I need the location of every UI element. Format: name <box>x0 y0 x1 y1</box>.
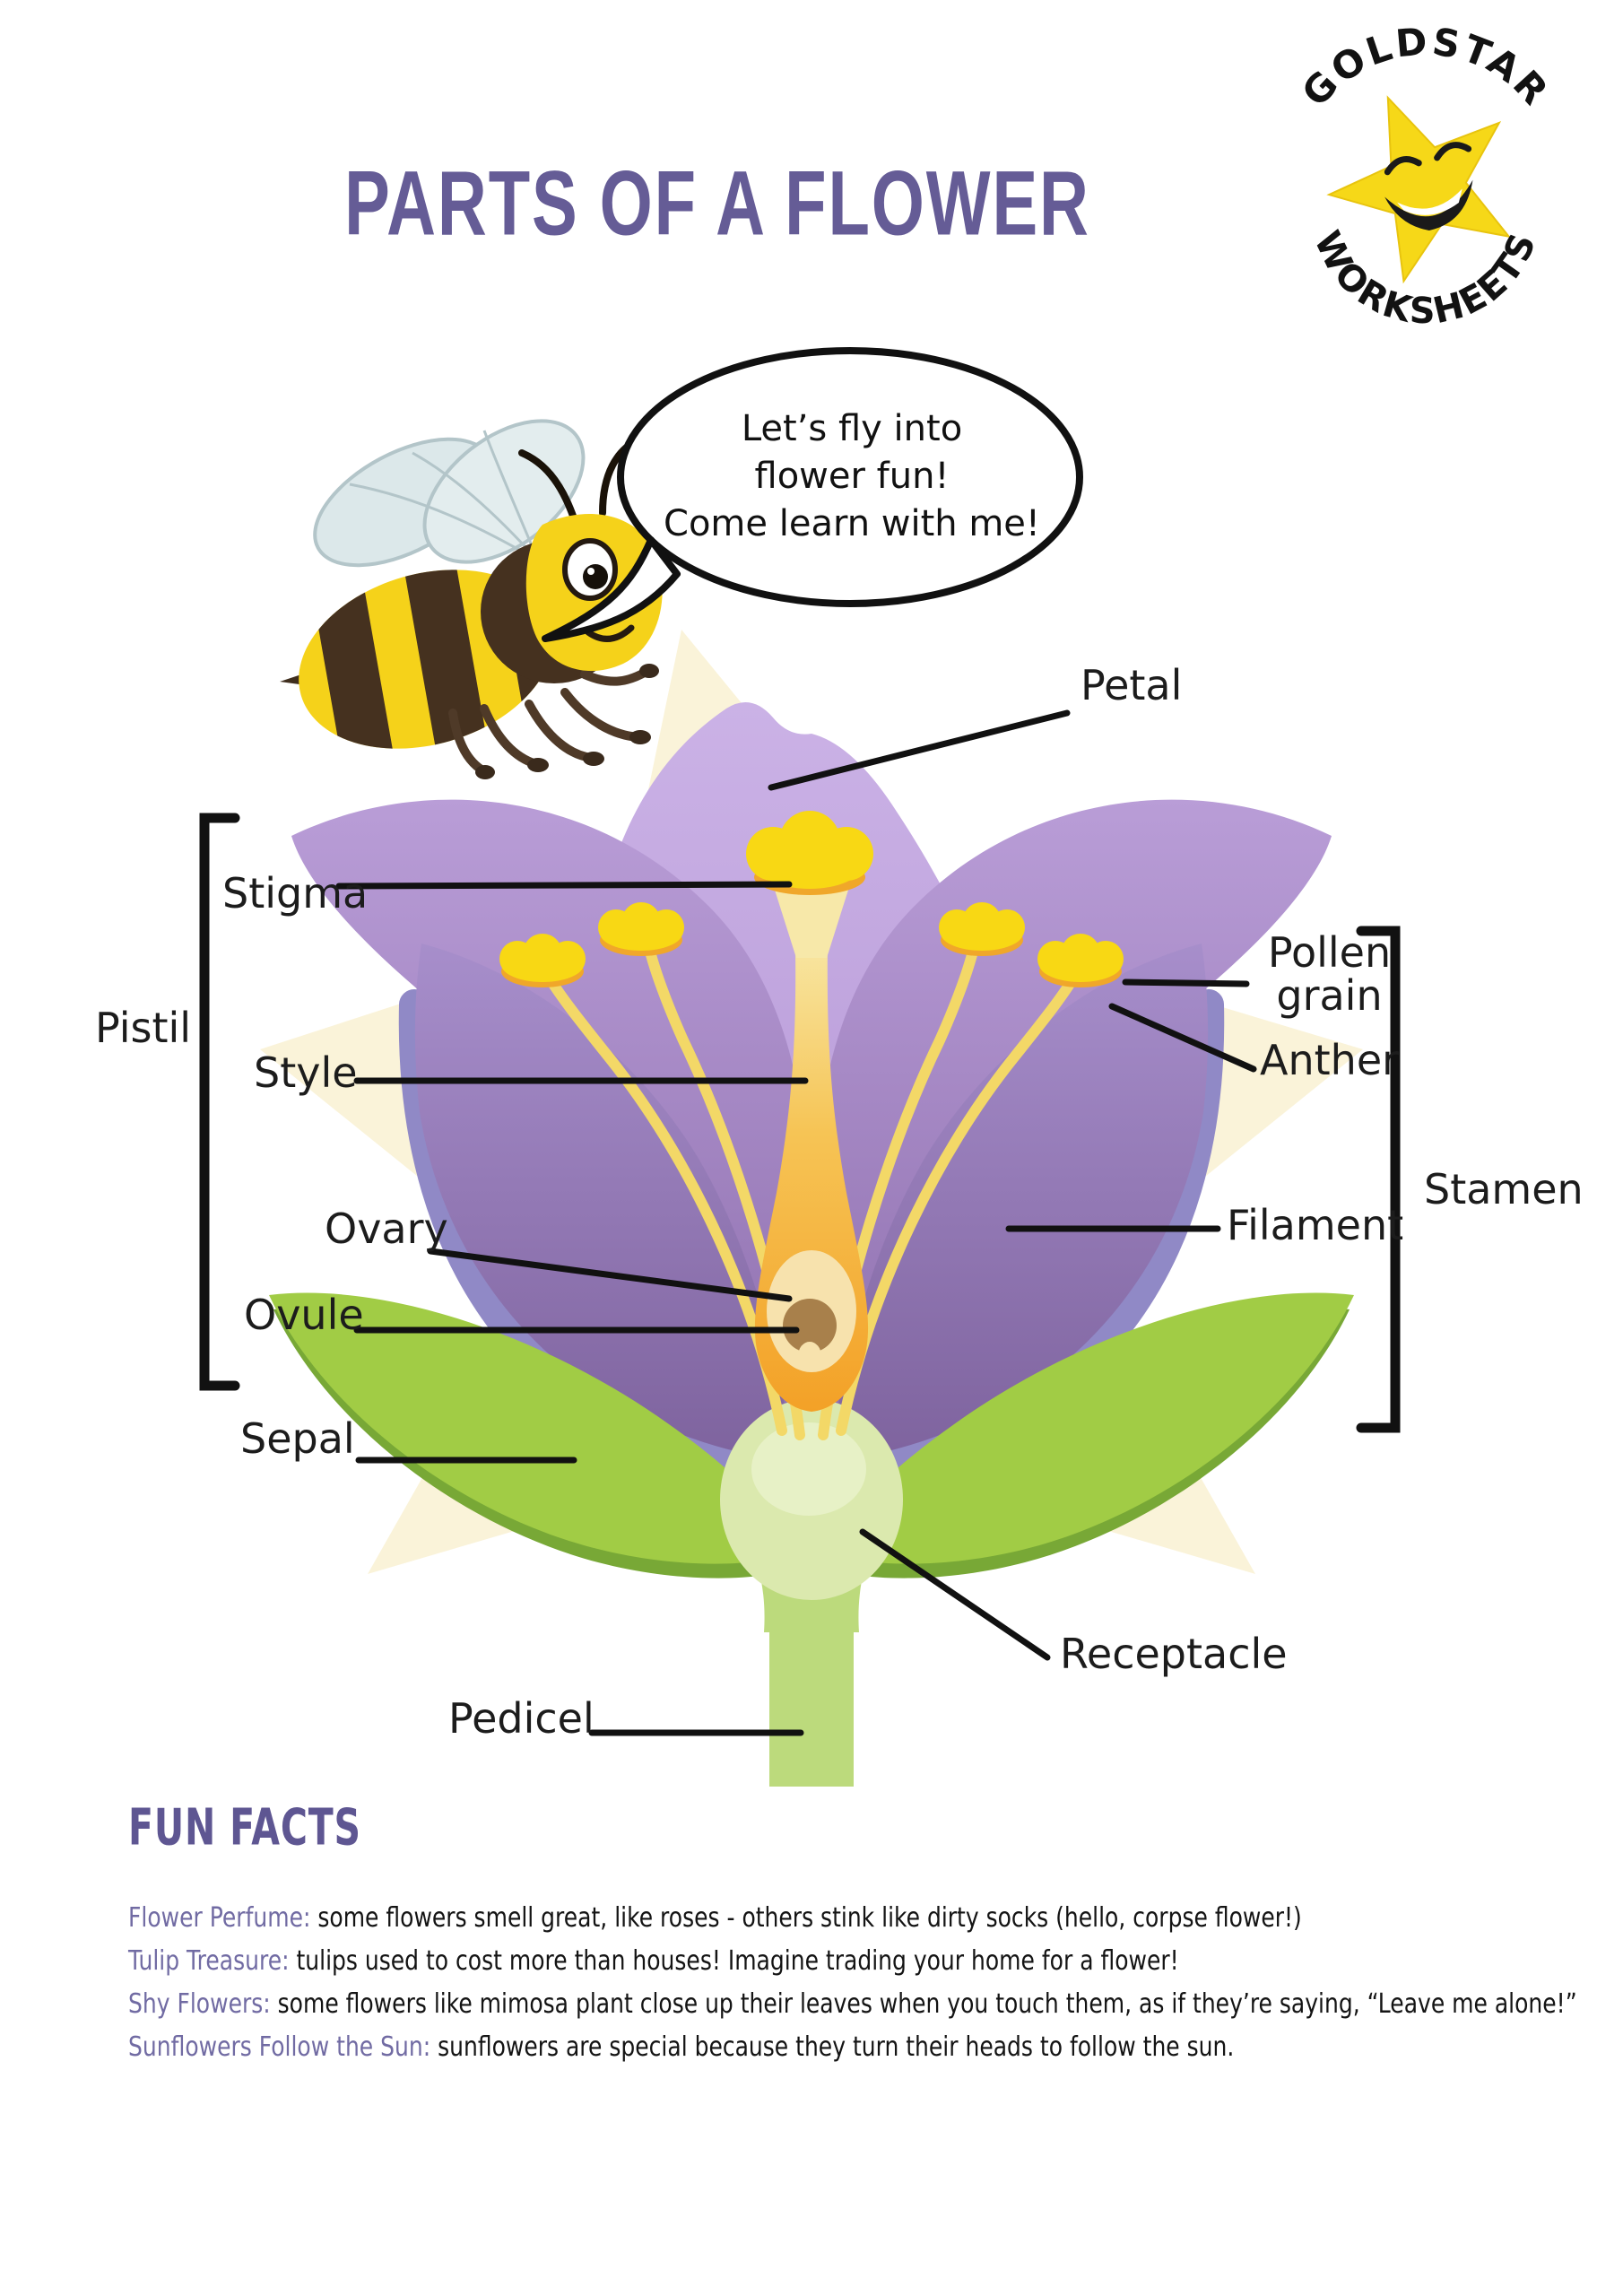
petal-pointer-line <box>768 709 1071 791</box>
speech-line-2: flower fun! <box>754 456 950 497</box>
speech-line-3: Come learn with me! <box>664 503 1040 544</box>
fun-facts-section: FUN FACTS Flower Perfume: some flowers s… <box>128 1798 1623 2069</box>
flower-receptacle <box>720 1399 903 1600</box>
label-sepal: Sepal <box>240 1414 355 1463</box>
speech-bubble-text: Let’s fly into flower fun! Come learn wi… <box>628 405 1076 548</box>
stigma-pointer-line <box>335 881 793 890</box>
logo-star-icon <box>1326 95 1512 284</box>
fun-facts-heading: FUN FACTS <box>128 1798 361 1857</box>
fun-fact-item: Sunflowers Follow the Sun: sunflowers ar… <box>128 2031 1235 2063</box>
label-receptacle: Receptacle <box>1060 1630 1288 1678</box>
bee-feet <box>475 664 659 779</box>
flower-ovule <box>783 1299 837 1352</box>
logo-star-face <box>1384 142 1473 230</box>
logo-text-top: GOLDSTAR <box>1293 25 1556 115</box>
pistil-bracket <box>199 813 240 1391</box>
label-stamen: Stamen <box>1424 1165 1584 1213</box>
label-stigma: Stigma <box>222 869 369 918</box>
bee-smile <box>585 624 635 642</box>
receptacle-pointer-line <box>859 1528 1051 1661</box>
page-title: PARTS OF A FLOWER <box>344 152 1090 255</box>
ovary-pointer-line <box>427 1248 793 1302</box>
label-pollen-grain: Pollen grain <box>1267 928 1392 1021</box>
label-style: Style <box>254 1048 358 1097</box>
label-pedicel: Pedicel <box>448 1694 595 1743</box>
fun-fact-item: Flower Perfume: some flowers smell great… <box>128 1902 1302 1934</box>
goldstar-worksheets-logo: GOLDSTAR WORKSHEETS <box>1293 25 1558 332</box>
flower-stigma-neck <box>773 884 850 958</box>
flower-sepal-right <box>820 1292 1354 1578</box>
label-anther: Anther <box>1260 1036 1400 1084</box>
label-ovary: Ovary <box>325 1205 448 1253</box>
svg-text:GOLDSTAR: GOLDSTAR <box>1293 25 1558 115</box>
stamen-bracket <box>1356 926 1401 1433</box>
bee-illustration <box>280 419 663 779</box>
pollen-grain-pointer-line <box>1122 978 1250 987</box>
speech-bubble <box>542 347 1083 642</box>
fun-fact-item: Shy Flowers: some flowers like mimosa pl… <box>128 1988 1577 2020</box>
label-filament: Filament <box>1227 1201 1404 1249</box>
label-ovule: Ovule <box>244 1291 364 1339</box>
label-pistil: Pistil <box>95 1004 192 1052</box>
flower-anthers <box>499 902 1124 987</box>
anther-pointer-line <box>1108 1003 1257 1073</box>
flower-petal-inner-right-shape <box>830 944 1209 1462</box>
speech-line-1: Let’s fly into <box>741 408 963 449</box>
flower-pistil <box>746 811 873 1412</box>
pointer-lines <box>335 709 1257 1736</box>
flower-sepal-left <box>269 1292 803 1578</box>
fun-fact-item: Tulip Treasure: tulips used to cost more… <box>128 1945 1179 1977</box>
label-petal: Petal <box>1081 661 1183 709</box>
